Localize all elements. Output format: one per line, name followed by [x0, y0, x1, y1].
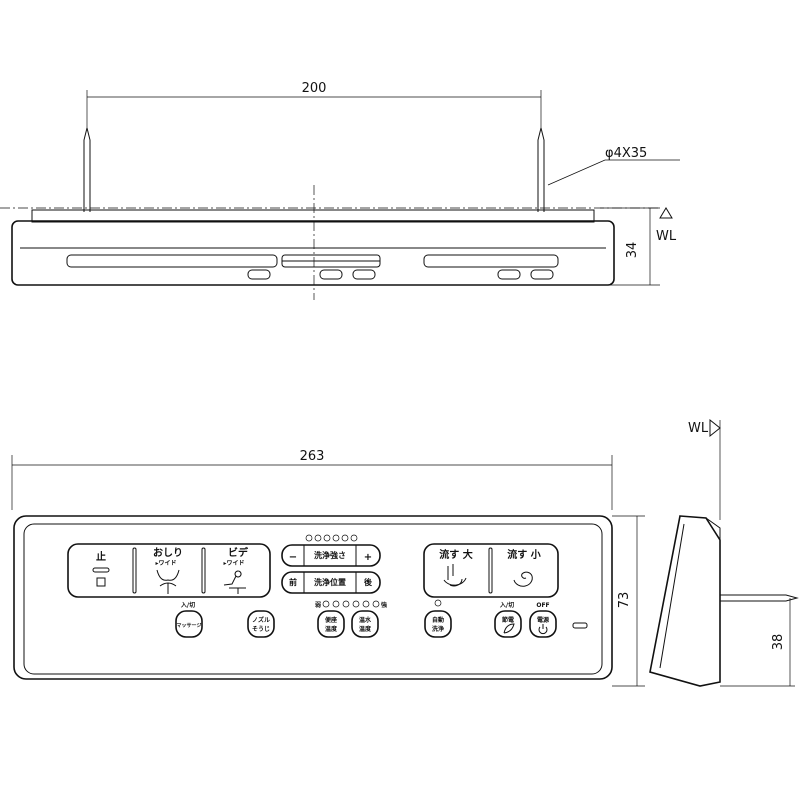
- wl-label-top: WL: [656, 229, 677, 244]
- oshiri-button[interactable]: おしり ▸ワイド: [153, 547, 183, 594]
- svg-text:▸ワイド: ▸ワイド: [155, 560, 176, 567]
- wash-button-group: [67, 543, 271, 598]
- dim-side-pin-height: 38: [771, 634, 786, 651]
- svg-text:▸ワイド: ▸ワイド: [223, 560, 244, 567]
- bidet-icon: [223, 570, 246, 594]
- position-front-button[interactable]: 前: [289, 577, 297, 587]
- flush-large-button[interactable]: 流す 大: [439, 548, 473, 587]
- strength-minus-button[interactable]: −: [289, 552, 297, 563]
- dim-width: 263: [300, 449, 325, 464]
- front-body: [11, 220, 615, 286]
- svg-text:ノズル: ノズル: [252, 616, 270, 624]
- auto-flush-button[interactable]: 自動 洗浄: [424, 610, 452, 638]
- dim-height: 73: [617, 592, 632, 609]
- flush-small-icon: [513, 571, 533, 587]
- svg-text:マッサージ: マッサージ: [177, 623, 202, 629]
- power-button[interactable]: 電源: [529, 610, 557, 638]
- dim-pin-spacing: 200: [302, 81, 327, 96]
- power-icon: [538, 624, 548, 635]
- svg-text:流す 大: 流す 大: [439, 548, 472, 561]
- flush-small-button[interactable]: 流す 小: [507, 548, 541, 587]
- svg-text:節電: 節電: [502, 616, 514, 624]
- svg-text:温水: 温水: [359, 616, 372, 624]
- bidet-button[interactable]: ビデ ▸ワイド: [223, 546, 249, 594]
- panel-outline: [13, 515, 613, 680]
- temp-strong-label: 強: [381, 601, 387, 609]
- sensor-window: [572, 622, 588, 629]
- auto-flush-indicator: [434, 599, 442, 607]
- position-back-button[interactable]: 後: [364, 577, 373, 587]
- stop-button[interactable]: 止: [92, 550, 110, 587]
- temp-dots: [322, 600, 380, 608]
- position-label: 洗浄位置: [314, 577, 346, 587]
- strength-label: 洗浄強さ: [314, 550, 346, 560]
- seat-temp-button[interactable]: 便座 温度: [317, 610, 345, 638]
- svg-text:洗浄: 洗浄: [432, 625, 444, 633]
- svg-text:ビデ: ビデ: [228, 546, 249, 559]
- front-view: 263 73 止 おしり ▸ワイド ビデ ▸ワイド: [11, 449, 645, 687]
- svg-text:温度: 温度: [359, 625, 372, 633]
- strength-plus-button[interactable]: +: [364, 552, 372, 563]
- flush-button-group: [423, 543, 559, 598]
- svg-text:電源: 電源: [537, 616, 549, 624]
- svg-text:そうじ: そうじ: [252, 626, 270, 633]
- side-pin: [720, 594, 799, 602]
- pin-left: [83, 127, 91, 212]
- svg-text:温度: 温度: [325, 625, 338, 633]
- dim-front-height: 34: [625, 242, 640, 259]
- nozzle-clean-button[interactable]: ノズル そうじ: [247, 610, 275, 638]
- strength-dots: [305, 534, 358, 542]
- top-view: 200 φ4X35 34 WL: [0, 81, 680, 300]
- svg-text:便座: 便座: [325, 616, 337, 624]
- water-temp-button[interactable]: 温水 温度: [351, 610, 379, 638]
- eco-onoff-label: 入/切: [499, 602, 514, 609]
- leaf-icon: [503, 623, 515, 634]
- pin-right: [537, 127, 545, 212]
- massage-onoff-label: 入/切: [180, 602, 195, 609]
- svg-text:おしり: おしり: [153, 547, 183, 559]
- side-view: WL 38: [649, 418, 799, 687]
- power-off-label: OFF: [536, 602, 549, 609]
- svg-text:自動: 自動: [432, 616, 444, 624]
- stop-square-icon: [96, 577, 106, 587]
- dim-pin-spec: φ4X35: [605, 146, 647, 161]
- stop-indicator-icon: [92, 567, 110, 573]
- oshiri-icon: [156, 569, 180, 594]
- side-body: [649, 515, 721, 687]
- wl-label-side: WL: [688, 421, 709, 436]
- flush-large-icon: [443, 564, 467, 587]
- svg-text:止: 止: [96, 550, 106, 563]
- temp-weak-label: 弱: [315, 601, 321, 609]
- svg-text:流す 小: 流す 小: [507, 548, 540, 561]
- massage-button[interactable]: マッサージ: [175, 610, 203, 638]
- eco-button[interactable]: 節電: [494, 610, 522, 638]
